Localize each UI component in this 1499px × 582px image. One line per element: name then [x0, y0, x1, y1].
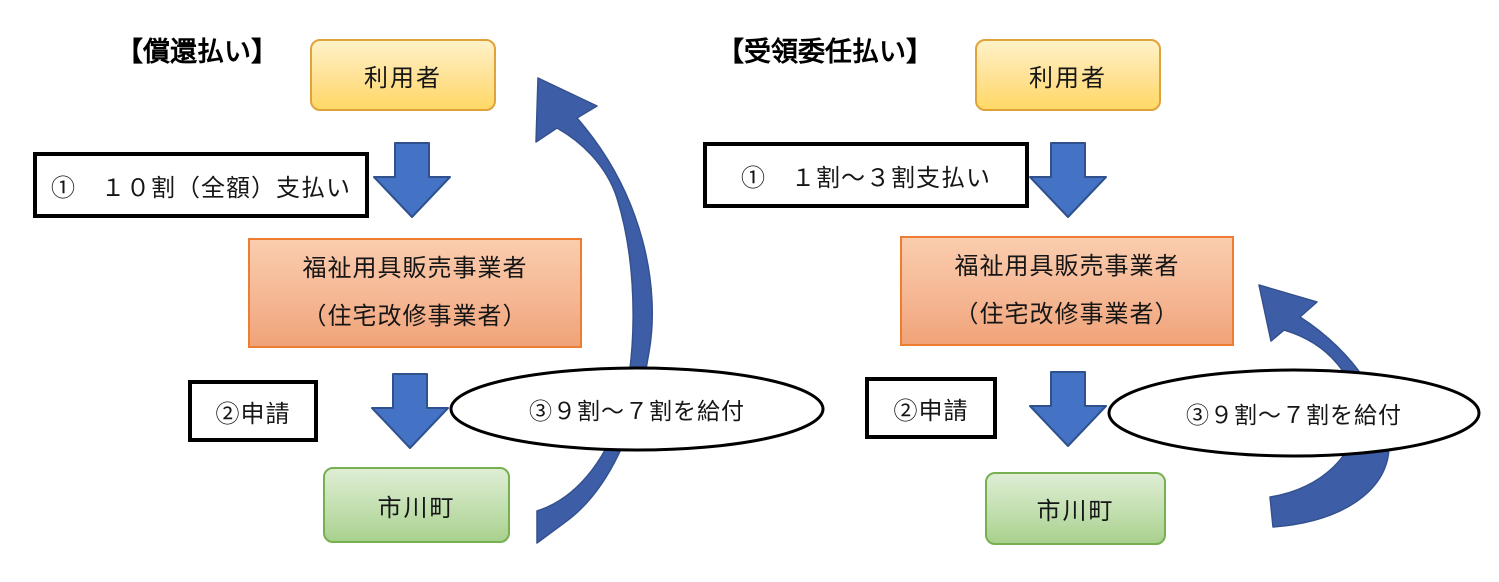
- right-user-box: 利用者: [975, 39, 1161, 111]
- left-vendor-line1: 福祉用具販売事業者: [302, 256, 528, 282]
- left-user-box: 利用者: [310, 39, 496, 111]
- right-down-arrow-vendor-to-town: [1029, 371, 1107, 447]
- right-vendor-box: 福祉用具販売事業者 （住宅改修事業者）: [900, 236, 1234, 346]
- right-vendor-line1: 福祉用具販売事業者: [954, 254, 1180, 280]
- left-down-arrow-user-to-vendor: [373, 142, 451, 218]
- left-vendor-line2: （住宅改修事業者）: [302, 304, 528, 330]
- left-vendor-box: 福祉用具販売事業者 （住宅改修事業者）: [248, 238, 582, 348]
- left-town-box: 市川町: [323, 467, 510, 543]
- right-step2-box: ②申請: [865, 377, 997, 439]
- right-vendor-line2: （住宅改修事業者）: [954, 302, 1180, 328]
- right-town-box: 市川町: [985, 472, 1166, 545]
- right-step3-ellipse: [1107, 368, 1481, 458]
- left-step1-box: ① １０割（全額）支払い: [33, 152, 369, 218]
- right-down-arrow-user-to-vendor: [1029, 142, 1107, 218]
- right-step3-label: ③９割～７割を給付: [1186, 403, 1402, 428]
- left-step3-ellipse: [449, 366, 825, 452]
- left-step3-label: ③９割～７割を給付: [529, 399, 745, 424]
- right-step1-box: ① １割～３割支払い: [703, 142, 1029, 208]
- left-step2-box: ②申請: [188, 380, 318, 442]
- left-diagram-title: 【償還払い】: [116, 37, 278, 67]
- left-down-arrow-vendor-to-town: [371, 373, 449, 449]
- right-diagram-title: 【受領委任払い】: [717, 37, 933, 67]
